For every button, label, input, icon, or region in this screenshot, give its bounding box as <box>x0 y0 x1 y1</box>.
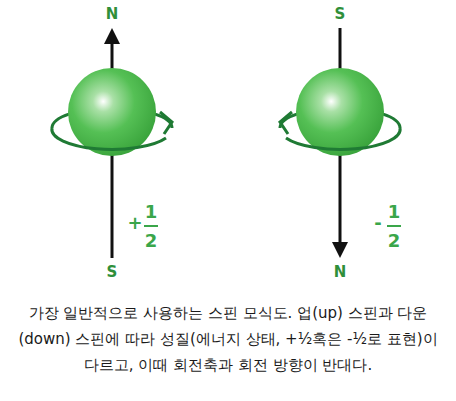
sphere <box>296 68 384 156</box>
orbit-front <box>286 128 400 149</box>
fraction-numerator: 1 <box>145 203 158 221</box>
orbit-arrowhead <box>160 112 172 134</box>
fraction-denominator: 2 <box>145 232 158 250</box>
axis-arrowhead <box>104 28 120 44</box>
spin-up <box>52 28 172 258</box>
pole-label: N <box>106 7 119 22</box>
spin-down <box>280 28 400 258</box>
pole-label: S <box>335 7 346 22</box>
axis-arrowhead <box>332 242 348 258</box>
spin-sign: - <box>374 214 381 232</box>
caption: 가장 일반적으로 사용하는 스핀 모식도. 업(up) 스핀과 다운(down)… <box>16 300 440 378</box>
orbit-front <box>52 128 166 149</box>
fraction-bar <box>387 225 401 227</box>
pole-label: N <box>334 265 347 280</box>
pole-label: S <box>107 265 118 280</box>
sphere <box>68 68 156 156</box>
spin-sign: + <box>127 214 142 232</box>
fraction-numerator: 1 <box>388 203 401 221</box>
fraction-denominator: 2 <box>388 232 401 250</box>
orbit-arrowhead <box>280 112 292 134</box>
fraction-bar <box>144 225 158 227</box>
